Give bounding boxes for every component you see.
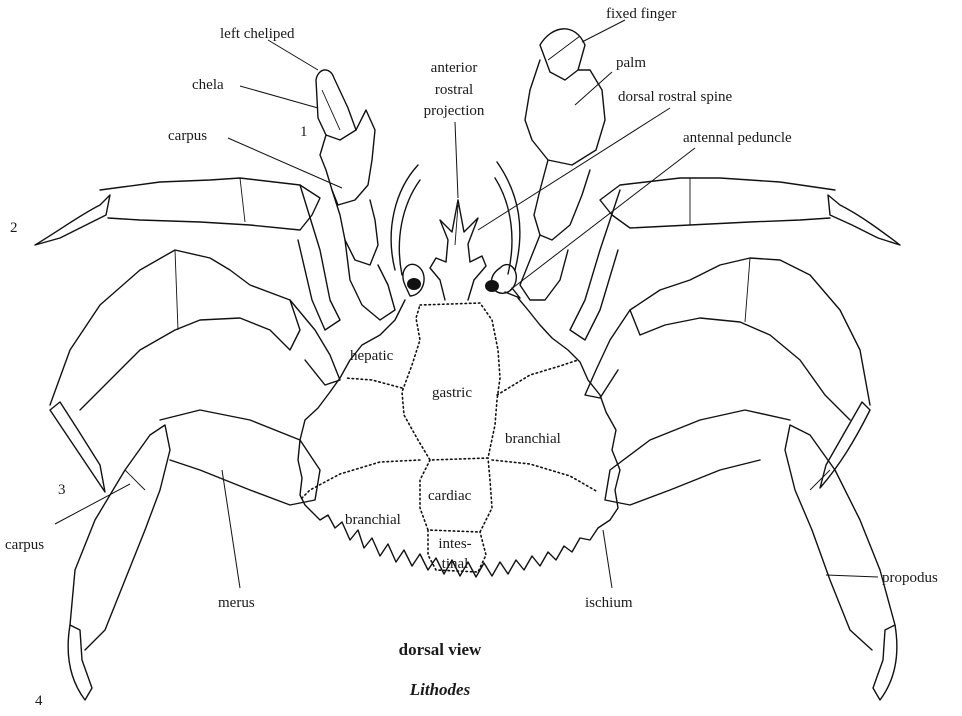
label-palm: palm	[616, 55, 646, 71]
label-gastric: gastric	[432, 385, 472, 401]
leader-fixed-finger	[582, 20, 625, 42]
label-cardiac: cardiac	[428, 488, 472, 504]
eye-left	[403, 264, 424, 296]
caption-view: dorsal view	[399, 640, 482, 659]
leg-4-left	[68, 410, 320, 700]
label-dorsal-rostral-spine: dorsal rostral spine	[618, 89, 732, 105]
leg-number-2: 2	[10, 220, 18, 236]
leader-left-cheliped	[268, 40, 318, 70]
leg-4-right	[605, 410, 897, 700]
label-chela: chela	[192, 77, 224, 93]
leg-3-left	[50, 250, 340, 492]
leader-ischium	[603, 530, 612, 588]
label-left-cheliped: left cheliped	[220, 26, 295, 42]
caption: dorsal view Lithodes	[399, 640, 482, 699]
leader-chela	[240, 86, 318, 108]
rostrum	[430, 200, 486, 300]
label-ischium: ischium	[585, 595, 633, 611]
left-cheliped	[316, 70, 395, 320]
labels: left cheliped chela carpus fixed finger …	[5, 6, 938, 611]
antennae	[391, 162, 520, 298]
label-carpus-upper: carpus	[168, 128, 207, 144]
leg-number-3: 3	[58, 482, 66, 498]
label-branchial-left: branchial	[345, 512, 401, 528]
leader-carpus-upper	[228, 138, 342, 188]
leader-propodus	[826, 575, 878, 577]
label-anterior-rostral-2: rostral	[435, 82, 473, 98]
label-hepatic: hepatic	[350, 348, 394, 364]
right-cheliped	[520, 29, 605, 300]
leader-merus	[222, 470, 240, 588]
leg-3-right	[585, 258, 870, 488]
label-fixed-finger: fixed finger	[606, 6, 676, 22]
label-antennal-peduncle: antennal peduncle	[683, 130, 792, 146]
leader-anterior-rostral	[455, 122, 458, 198]
leader-antennal-peduncle	[510, 148, 695, 290]
leg-number-1: 1	[300, 124, 308, 140]
label-branchial-right: branchial	[505, 431, 561, 447]
label-anterior-rostral-3: projection	[424, 103, 485, 119]
caption-genus: Lithodes	[409, 680, 471, 699]
leader-dorsal-rostral-spine	[478, 108, 670, 230]
leader-carpus-lower	[55, 484, 130, 524]
label-merus: merus	[218, 595, 255, 611]
label-intestinal-2: tinal	[442, 556, 469, 572]
label-carpus-lower: carpus	[5, 537, 44, 553]
leg-2-left	[35, 178, 340, 330]
leg-2-right	[570, 178, 900, 340]
label-propodus: propodus	[882, 570, 938, 586]
label-intestinal-1: intes-	[438, 536, 471, 552]
label-anterior-rostral-1: anterior	[431, 60, 478, 76]
leg-number-4: 4	[35, 693, 43, 709]
